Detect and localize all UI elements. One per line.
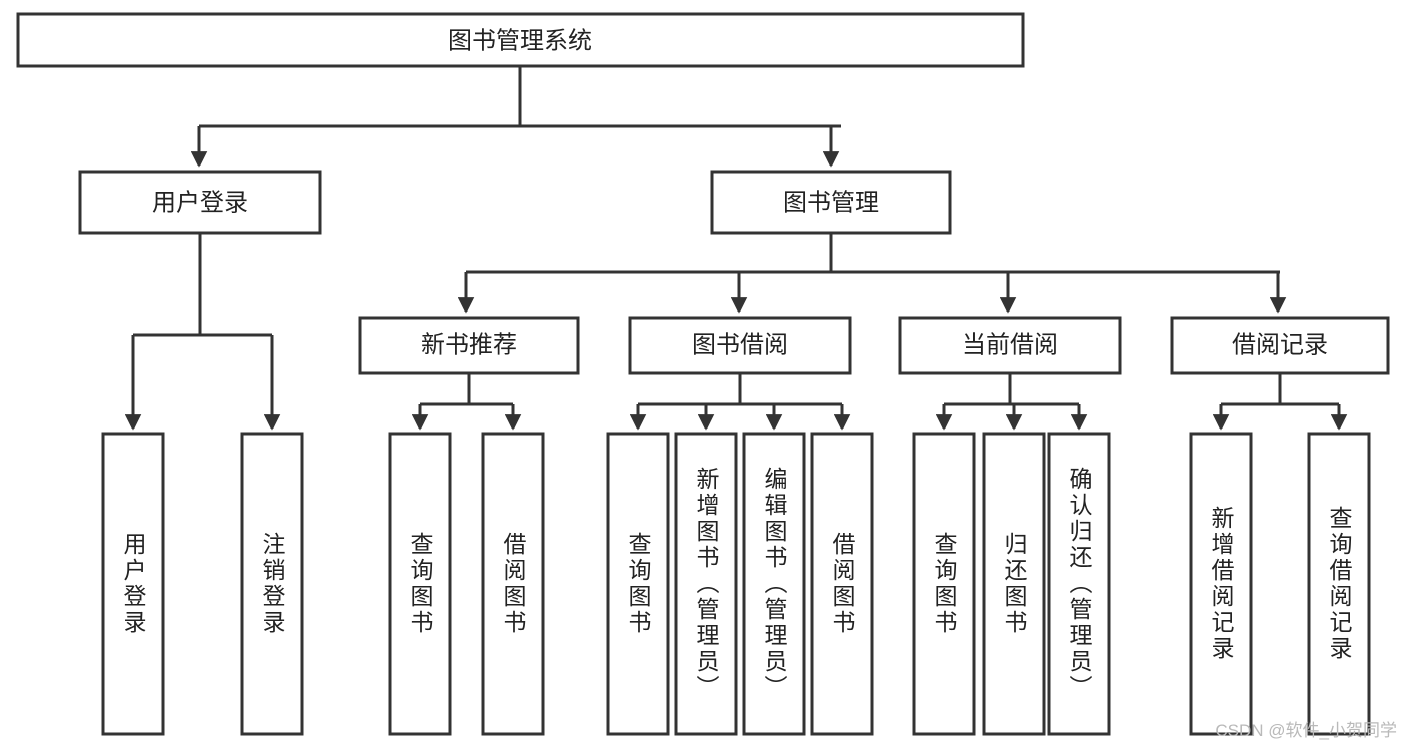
book-borrow-box [628,316,852,375]
leaf-query-book-borrow[interactable]: 查询图书 [606,432,670,736]
root-label: 图书管理系统 [448,27,592,54]
node-new-book-recommend[interactable]: 新书推荐 [358,316,580,375]
leaf-box [742,432,806,736]
connector-book-manage-to-level3 [457,233,1287,314]
leaf-box [606,432,670,736]
leaf-box [481,432,545,736]
borrow-record-box [1170,316,1390,375]
connector-borrow-record-to-leaves [1212,373,1348,431]
leaf-label: 归还图书 [1001,532,1028,636]
leaf-confirm-return[interactable]: 确认归还（管理员） [1047,432,1111,736]
leaf-label: 用户登录 [120,532,147,636]
leaf-label: 查询图书 [931,532,958,636]
leaf-label: 新增借阅记录 [1208,506,1235,662]
leaf-label: 查询图书 [625,532,652,636]
leaf-user-login[interactable]: 用户登录 [101,432,165,736]
leaf-box [240,432,304,736]
node-book-manage[interactable]: 图书管理 [710,170,952,235]
leaf-box [982,432,1046,736]
leaf-query-book-current[interactable]: 查询图书 [912,432,976,736]
leaf-label: 确认归还（管理员） [1066,467,1093,701]
connector-book-borrow-to-leaves [629,373,851,431]
leaf-borrow-book[interactable]: 借阅图书 [810,432,874,736]
leaf-box [674,432,738,736]
leaf-return-book[interactable]: 归还图书 [982,432,1046,736]
leaf-label: 借阅图书 [829,532,856,636]
leaf-box [1307,432,1371,736]
current-borrow-box [898,316,1122,375]
leaf-query-book-recommend[interactable]: 查询图书 [388,432,452,736]
book-manage-box [710,170,952,235]
book-borrow-label: 图书借阅 [692,331,788,358]
node-book-borrow[interactable]: 图书借阅 [628,316,852,375]
leaf-label: 查询借阅记录 [1326,506,1353,662]
node-root[interactable]: 图书管理系统 [16,12,1025,68]
leaf-query-borrow-record[interactable]: 查询借阅记录 [1307,432,1371,736]
leaf-add-borrow-record[interactable]: 新增借阅记录 [1189,432,1253,736]
leaf-add-book[interactable]: 新增图书（管理员） [674,432,738,736]
leaf-box [101,432,165,736]
leaf-label: 注销登录 [259,532,286,636]
connector-new-book-to-leaves [411,373,522,431]
node-user-login[interactable]: 用户登录 [78,170,322,235]
borrow-record-label: 借阅记录 [1232,331,1328,358]
leaf-label: 新增图书（管理员） [693,467,720,701]
user-login-label: 用户登录 [152,189,248,216]
leaf-box [1047,432,1111,736]
leaf-box [810,432,874,736]
connector-root-to-level2 [190,66,841,168]
leaf-label: 编辑图书（管理员） [761,467,788,701]
new-book-recommend-box [358,316,580,375]
current-borrow-label: 当前借阅 [962,331,1058,358]
leaf-box [912,432,976,736]
book-manage-label: 图书管理 [783,189,879,216]
node-current-borrow[interactable]: 当前借阅 [898,316,1122,375]
connector-user-login-to-leaves [124,233,281,431]
leaf-label: 查询图书 [407,532,434,636]
leaf-box [1189,432,1253,736]
leaf-box [388,432,452,736]
leaf-label: 借阅图书 [500,532,527,636]
leaf-borrow-book-recommend[interactable]: 借阅图书 [481,432,545,736]
new-book-recommend-label: 新书推荐 [421,331,517,358]
root-box [16,12,1025,68]
connector-current-borrow-to-leaves [935,373,1088,431]
leaf-edit-book[interactable]: 编辑图书（管理员） [742,432,806,736]
node-borrow-record[interactable]: 借阅记录 [1170,316,1390,375]
leaf-logout[interactable]: 注销登录 [240,432,304,736]
